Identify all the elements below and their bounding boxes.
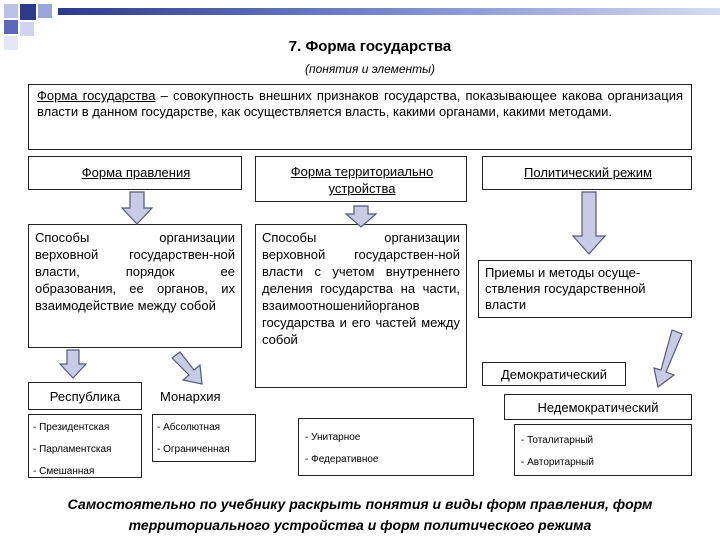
- page-title: 7. Форма государства: [288, 38, 452, 55]
- header-regime-label: Политический режим: [524, 165, 652, 180]
- arrow-shape: [120, 191, 154, 225]
- arrow-democratic-diagonal-icon: [653, 329, 683, 389]
- arrow-shape: [571, 191, 607, 255]
- republic-types-box: - Президентская - Парламентская - Смешан…: [28, 414, 142, 478]
- arrow-regime-down-icon: [571, 191, 607, 255]
- header-political-regime: Политический режим: [482, 156, 692, 190]
- page-subtitle: (понятия и элементы): [305, 62, 435, 76]
- republic-type-parliamentary: - Парламентская: [33, 444, 112, 455]
- header-territorial-form: Форма территориально устройства: [255, 156, 467, 202]
- territorial-type-federal: - Федеративное: [305, 454, 379, 465]
- territorial-description: Способы организации верховной государств…: [262, 230, 460, 347]
- top-gradient-bar: [58, 8, 720, 15]
- definition-term: Форма государства: [37, 88, 156, 103]
- regime-description: Приемы и методы осуще-ствления государст…: [485, 265, 646, 312]
- republic-type-presidential: - Президентская: [33, 422, 110, 433]
- regime-description-box: Приемы и методы осуще-ствления государст…: [478, 260, 692, 318]
- monarchy-types-box: - Абсолютная - Ограниченная: [152, 414, 256, 462]
- monarchy-type-absolute: - Абсолютная: [157, 422, 221, 433]
- definition-box: Форма государства – совокупность внешних…: [28, 84, 692, 150]
- corner-square-1: [4, 4, 18, 18]
- government-description-box: Способы организации верховной государств…: [28, 224, 242, 348]
- footer-note: Самостоятельно по учебнику раскрыть поня…: [67, 496, 653, 533]
- header-government-form: Форма правления: [28, 156, 242, 190]
- regime-type-totalitarian: - Тоталитарный: [521, 435, 594, 446]
- header-government-label: Форма правления: [81, 165, 191, 180]
- arrow-shape: [653, 329, 683, 389]
- arrow-republic-down-icon: [58, 349, 88, 379]
- territorial-type-unitary: - Унитарное: [305, 432, 361, 443]
- republic-box: Республика: [28, 382, 142, 410]
- monarchy-type-limited: - Ограниченная: [157, 444, 230, 455]
- arrow-govt-down-icon: [120, 191, 154, 225]
- corner-square-2: [20, 4, 36, 20]
- nondemocratic-label: Недемократический: [537, 400, 659, 415]
- nondemocratic-box: Недемократический: [504, 394, 692, 420]
- democratic-box: Демократический: [482, 362, 626, 386]
- corner-square-4: [4, 20, 18, 34]
- arrow-shape: [344, 205, 378, 228]
- corner-square-3: [38, 4, 52, 18]
- corner-square-5: [20, 22, 34, 36]
- corner-square-6: [4, 36, 18, 50]
- definition-text: Форма государства – совокупность внешних…: [37, 88, 683, 119]
- territorial-description-box: Способы организации верховной государств…: [255, 224, 467, 388]
- government-description: Способы организации верховной государств…: [35, 230, 235, 313]
- republic-label: Республика: [49, 389, 121, 404]
- definition-rest: – совокупность внешних признаков государ…: [37, 88, 683, 119]
- arrow-shape: [171, 351, 203, 385]
- regime-types-box: - Тоталитарный - Авторитарный: [514, 424, 692, 476]
- arrow-monarchy-diagonal-icon: [171, 351, 203, 385]
- arrow-shape: [58, 349, 88, 379]
- territorial-types-box: - Унитарное - Федеративное: [298, 418, 474, 476]
- republic-type-mixed: - Смешанная: [33, 466, 95, 477]
- democratic-label: Демократический: [501, 367, 607, 382]
- monarchy-label: Монархия: [160, 389, 221, 404]
- arrow-territorial-down-icon: [344, 205, 378, 228]
- header-territorial-label: Форма территориально устройства: [290, 164, 434, 196]
- regime-type-authoritarian: - Авторитарный: [521, 457, 594, 468]
